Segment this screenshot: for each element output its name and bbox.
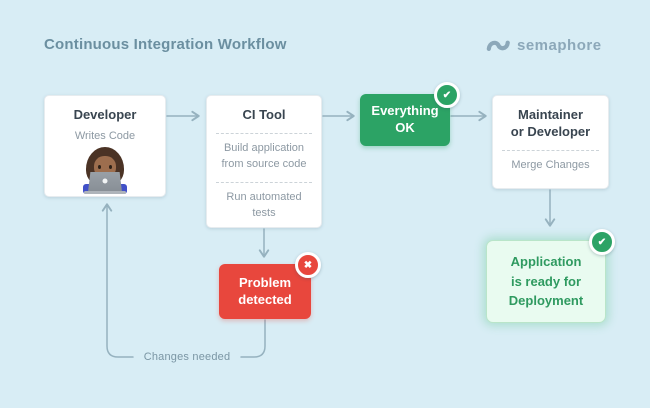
developer-subtitle: Writes Code [74, 129, 136, 142]
developer-title: Developer [73, 107, 137, 122]
emoji-laptop-logo [102, 178, 108, 184]
deploy-ready-label: Application is ready for Deployment [508, 254, 584, 309]
divider [502, 149, 599, 151]
node-developer: Developer Writes Code [44, 95, 166, 197]
emoji-eye [109, 165, 112, 169]
cross-icon: ✖ [295, 252, 321, 278]
semaphore-logo-icon [486, 40, 510, 51]
loop-line-right [240, 319, 266, 358]
changes-needed-label: Changes needed [143, 351, 231, 363]
emoji-laptop-base [84, 191, 126, 194]
check-icon: ✔ [434, 82, 460, 108]
node-maintainer: Maintainer or Developer Merge Changes [492, 95, 609, 189]
ci-step-test: Run automated tests [226, 190, 302, 219]
emoji-laptop [88, 172, 122, 192]
divider [216, 181, 312, 183]
semaphore-logo: semaphore [485, 35, 602, 55]
everything-ok-label: Everything OK [371, 103, 439, 135]
check-icon: ✔ [589, 229, 615, 255]
node-ci-tool: CI Tool Build application from source co… [206, 95, 322, 228]
emoji-eye [98, 165, 101, 169]
ci-step-build: Build application from source code [221, 141, 307, 170]
technologist-emoji [82, 147, 128, 194]
page-title: Continuous Integration Workflow [44, 36, 287, 53]
loop-line-left [101, 203, 134, 358]
problem-label: Problem detected [238, 274, 292, 307]
node-everything-ok: Everything OK ✔ [360, 82, 460, 146]
maintainer-subtitle: Merge Changes [511, 158, 590, 171]
divider [216, 132, 312, 134]
ci-tool-title: CI Tool [242, 107, 286, 122]
node-problem-detected: Problem detected ✖ [219, 252, 321, 319]
node-deploy-ready: Application is ready for Deployment ✔ [486, 229, 615, 323]
semaphore-logo-text: semaphore [517, 36, 602, 54]
maintainer-title: Maintainer or Developer [510, 107, 591, 139]
